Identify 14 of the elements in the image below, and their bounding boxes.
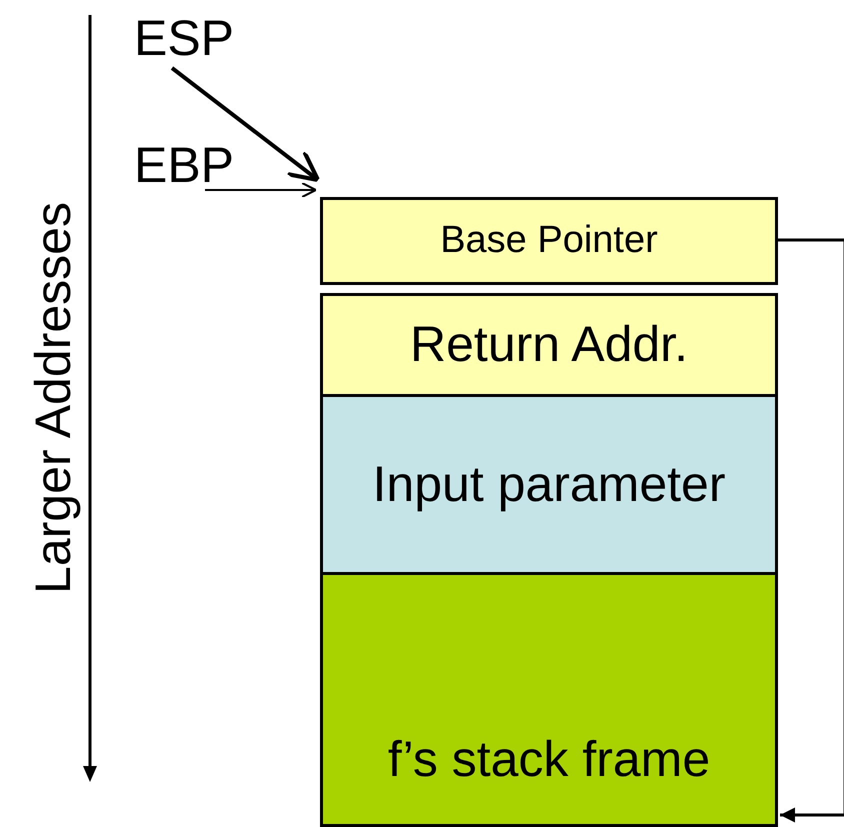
- register-label: ESP: [118, 8, 250, 68]
- register-label: EBP: [118, 136, 250, 194]
- slot-label: Base Pointer: [439, 219, 659, 263]
- axis-label: Larger Addresses: [28, 202, 78, 594]
- stack-slot: [320, 293, 778, 397]
- arrow: [170, 66, 320, 182]
- stack-slot: [320, 197, 778, 285]
- slot-label: f’s stack frame: [386, 730, 712, 788]
- stack-frame-block: [320, 572, 778, 827]
- stack-slot: [320, 394, 778, 575]
- arrow: [778, 238, 844, 822]
- slot-label: Return Addr.: [409, 316, 689, 374]
- arrow: [205, 182, 318, 198]
- slot-label: Input parameter: [372, 456, 726, 514]
